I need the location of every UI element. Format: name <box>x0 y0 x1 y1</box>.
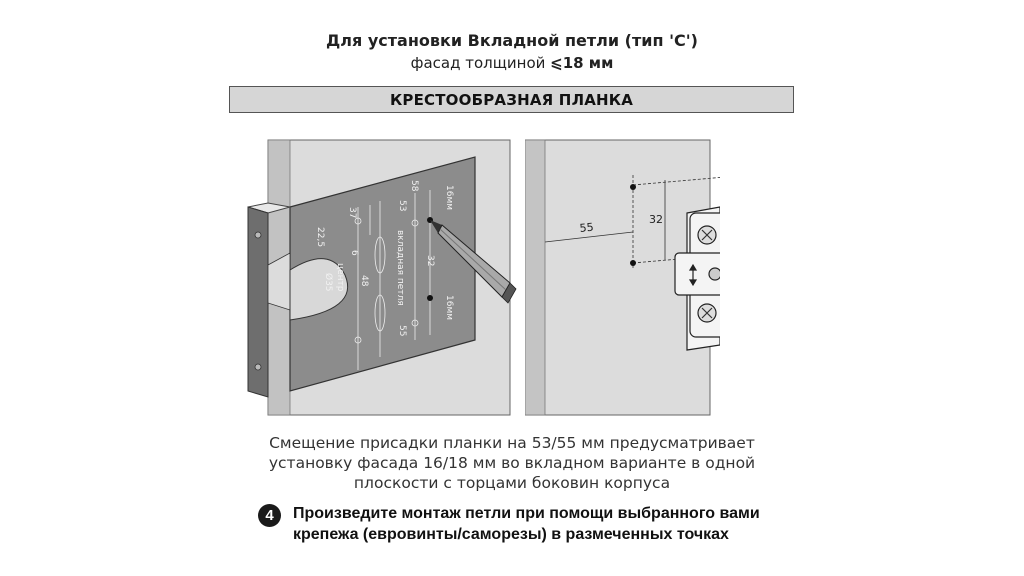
label-58: 58 <box>409 180 419 192</box>
label-16mm-bottom: 16мм <box>444 295 454 320</box>
label-6: 6 <box>349 250 359 256</box>
offset-note: Смещение присадки планки на 53/55 мм пре… <box>230 433 794 493</box>
label-inset-hinge: вкладная петля <box>395 230 405 306</box>
page-subtitle: фасад толщиной ⩽18 мм <box>0 54 1024 72</box>
section-banner: КРЕСТООБРАЗНАЯ ПЛАНКА <box>229 86 794 113</box>
plate-dim-55: 55 <box>579 221 594 235</box>
subtitle-value: ⩽18 мм <box>550 54 614 72</box>
cabinet-side-edge <box>525 139 546 416</box>
label-37: 37 <box>347 207 357 218</box>
label-32: 32 <box>425 255 435 266</box>
template-center-recess <box>289 258 349 321</box>
marked-point-bottom <box>427 295 433 301</box>
note-line-1: Смещение присадки планки на 53/55 мм пре… <box>269 434 755 452</box>
template-plate <box>289 156 476 392</box>
label-16mm-top: 16мм <box>444 185 454 210</box>
pencil-icon <box>430 220 517 304</box>
step-line-1: Произведите монтаж петли при помощи выбр… <box>293 505 760 522</box>
cabinet-side-panel <box>525 139 711 416</box>
label-center: центр <box>335 263 345 292</box>
page-title: Для установки Вкладной петли (тип 'С') <box>326 31 698 50</box>
mounting-plate-illustration: 55 32 <box>525 139 720 416</box>
step-line-2: крепежа (евровинты/саморезы) в размеченн… <box>293 526 729 543</box>
step-4: 4 Произведите монтаж петли при помощи вы… <box>258 503 778 545</box>
step-number-badge: 4 <box>258 504 281 527</box>
plate-dim-32: 32 <box>649 213 663 226</box>
cruciform-plate <box>674 206 720 351</box>
label-53: 53 <box>397 200 407 211</box>
note-line-3: плоскости с торцами боковин корпуса <box>353 474 671 492</box>
label-48: 48 <box>359 275 369 287</box>
subtitle-prefix: фасад толщиной <box>410 54 551 72</box>
label-22-5: 22,5 <box>315 227 325 247</box>
step-instruction: Произведите монтаж петли при помощи выбр… <box>293 503 760 545</box>
template-illustration: 37 58 53 16мм 22,5 6 48 центр Ø35 32 вкл… <box>247 139 517 416</box>
template-bracket-face <box>247 206 269 398</box>
label-55: 55 <box>397 325 407 336</box>
label-d35: Ø35 <box>323 273 334 292</box>
plate-mark-top <box>630 184 636 190</box>
note-line-2: установку фасада 16/18 мм во вкладном ва… <box>268 454 756 472</box>
plate-mark-bottom <box>630 260 636 266</box>
